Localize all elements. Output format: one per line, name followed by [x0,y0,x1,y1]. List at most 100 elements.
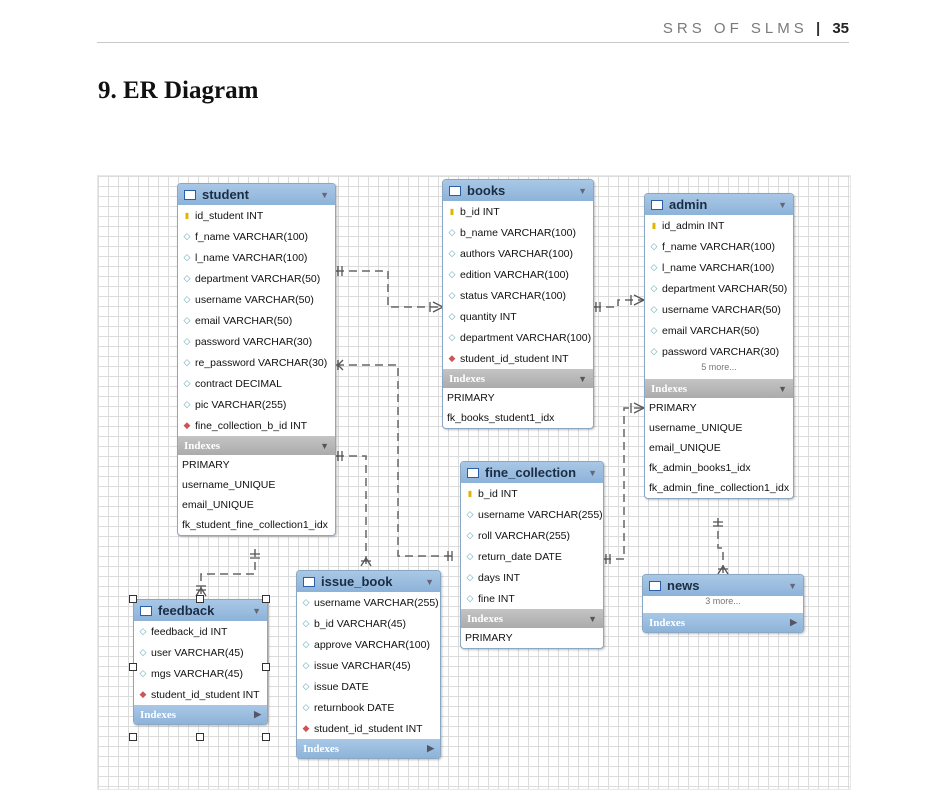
index-row[interactable]: PRIMARY [649,402,697,414]
selection-handle[interactable] [262,595,270,603]
index-row[interactable]: fk_admin_fine_collection1_idx [649,482,790,494]
entity-feedback[interactable]: feedback ▼ ◇feedback_id INT◇user VARCHAR… [133,599,268,725]
expand-arrow-icon[interactable]: ▶ [254,709,261,719]
column-row[interactable]: ◇f_name VARCHAR(100) [178,226,335,247]
entity-student[interactable]: student ▼ ▮id_student INT◇f_name VARCHAR… [177,183,336,536]
column-row[interactable]: ◇pic VARCHAR(255) [178,394,335,415]
column-row[interactable]: ◇f_name VARCHAR(100) [645,236,793,257]
entity-title-feedback[interactable]: feedback ▼ [134,600,267,621]
entity-title-fine-collection[interactable]: fine_collection ▼ [461,462,603,483]
collapse-arrow-icon[interactable]: ▼ [778,199,787,210]
indexes-header[interactable]: Indexes▼ [178,436,335,455]
column-row[interactable]: ◇email VARCHAR(50) [645,320,793,341]
column-row[interactable]: ◇password VARCHAR(30) [178,331,335,352]
collapse-arrow-icon[interactable]: ▼ [588,467,597,478]
index-row[interactable]: email_UNIQUE [649,442,721,454]
column-row[interactable]: ◇l_name VARCHAR(100) [178,247,335,268]
selection-handle[interactable] [129,663,137,671]
column-row[interactable]: ◇b_name VARCHAR(100) [443,222,593,243]
index-row[interactable]: username_UNIQUE [649,422,743,434]
selection-handle[interactable] [262,663,270,671]
column-row[interactable]: ◇approve VARCHAR(100) [297,634,440,655]
expand-arrow-icon[interactable]: ▶ [427,743,434,753]
column-row[interactable]: ◆student_id_student INT [443,348,593,369]
indexes-header[interactable]: Indexes▼ [443,369,593,388]
entity-title-admin[interactable]: admin ▼ [645,194,793,215]
collapse-arrow-icon[interactable]: ▼ [320,440,329,451]
index-row[interactable]: email_UNIQUE [182,499,254,511]
index-row[interactable]: username_UNIQUE [182,479,276,491]
collapse-arrow-icon[interactable]: ▼ [252,605,261,616]
entity-news[interactable]: news ▼ 3 more... Indexes▶ [642,574,804,633]
indexes-footer[interactable]: Indexes▶ [134,705,267,724]
indexes-footer[interactable]: Indexes▶ [297,739,440,758]
column-row[interactable]: ▮id_student INT [178,205,335,226]
column-row[interactable]: ◇username VARCHAR(50) [645,299,793,320]
entity-title-issue-book[interactable]: issue_book ▼ [297,571,440,592]
more-columns-text[interactable]: 3 more... [705,596,741,606]
column-row[interactable]: ◇username VARCHAR(255) [297,592,440,613]
column-row[interactable]: ◇roll VARCHAR(255) [461,525,603,546]
selection-handle[interactable] [129,595,137,603]
selection-handle[interactable] [129,733,137,741]
column-row[interactable]: ◇b_id VARCHAR(45) [297,613,440,634]
column-row[interactable]: ◇fine INT [461,588,603,609]
index-row[interactable]: PRIMARY [182,459,230,471]
column-row[interactable]: ◇email VARCHAR(50) [178,310,335,331]
column-row[interactable]: ◇authors VARCHAR(100) [443,243,593,264]
column-row[interactable]: ◆fine_collection_b_id INT [178,415,335,436]
collapse-arrow-icon[interactable]: ▼ [788,580,797,591]
column-row[interactable]: ◇re_password VARCHAR(30) [178,352,335,373]
entity-title-books[interactable]: books ▼ [443,180,593,201]
entity-books[interactable]: books ▼ ▮b_id INT◇b_name VARCHAR(100)◇au… [442,179,594,429]
column-row[interactable]: ◇status VARCHAR(100) [443,285,593,306]
selection-handle[interactable] [196,595,204,603]
column-row[interactable]: ▮b_id INT [443,201,593,222]
collapse-arrow-icon[interactable]: ▼ [588,613,597,624]
indexes-header[interactable]: Indexes▼ [461,609,603,628]
collapse-arrow-icon[interactable]: ▼ [578,185,587,196]
expand-arrow-icon[interactable]: ▶ [790,617,797,627]
column-row[interactable]: ◇contract DECIMAL [178,373,335,394]
entity-title-news[interactable]: news ▼ [643,575,803,596]
column-row[interactable]: ◇return_date DATE [461,546,603,567]
column-row[interactable]: ▮b_id INT [461,483,603,504]
collapse-arrow-icon[interactable]: ▼ [320,189,329,200]
column-row[interactable]: ◇username VARCHAR(50) [178,289,335,310]
column-row[interactable]: ◇department VARCHAR(100) [443,327,593,348]
column-row[interactable]: ◇issue VARCHAR(45) [297,655,440,676]
index-row[interactable]: PRIMARY [465,632,513,644]
column-row[interactable]: ◇l_name VARCHAR(100) [645,257,793,278]
column-row[interactable]: ◇department VARCHAR(50) [178,268,335,289]
index-row[interactable]: fk_admin_books1_idx [649,462,751,474]
column-row[interactable]: ◇edition VARCHAR(100) [443,264,593,285]
entity-title-student[interactable]: student ▼ [178,184,335,205]
column-row[interactable]: ◇username VARCHAR(255) [461,504,603,525]
index-row[interactable]: fk_student_fine_collection1_idx [182,519,328,531]
selection-handle[interactable] [262,733,270,741]
entity-admin[interactable]: admin ▼ ▮id_admin INT◇f_name VARCHAR(100… [644,193,794,499]
collapse-arrow-icon[interactable]: ▼ [578,373,587,384]
column-row[interactable]: ◇returnbook DATE [297,697,440,718]
entity-fine-collection[interactable]: fine_collection ▼ ▮b_id INT◇username VAR… [460,461,604,649]
indexes-footer[interactable]: Indexes▶ [643,613,803,632]
index-row[interactable]: PRIMARY [447,392,495,404]
column-row[interactable]: ◇user VARCHAR(45) [134,642,267,663]
column-row[interactable]: ◇mgs VARCHAR(45) [134,663,267,684]
indexes-header[interactable]: Indexes▼ [645,379,793,398]
collapse-arrow-icon[interactable]: ▼ [425,576,434,587]
column-row[interactable]: ◇issue DATE [297,676,440,697]
column-row[interactable]: ◇quantity INT [443,306,593,327]
selection-handle[interactable] [196,733,204,741]
collapse-arrow-icon[interactable]: ▼ [778,383,787,394]
column-row[interactable]: ◆student_id_student INT [134,684,267,705]
column-row[interactable]: ◆student_id_student INT [297,718,440,739]
column-row[interactable]: ◇department VARCHAR(50) [645,278,793,299]
entity-issue-book[interactable]: issue_book ▼ ◇username VARCHAR(255)◇b_id… [296,570,441,759]
index-row[interactable]: fk_books_student1_idx [447,412,555,424]
column-row[interactable]: ◇days INT [461,567,603,588]
column-row[interactable]: ◇feedback_id INT [134,621,267,642]
column-row[interactable]: ▮id_admin INT [645,215,793,236]
more-columns-text[interactable]: 5 more... [701,362,737,372]
column-row[interactable]: ◇password VARCHAR(30) [645,341,793,362]
